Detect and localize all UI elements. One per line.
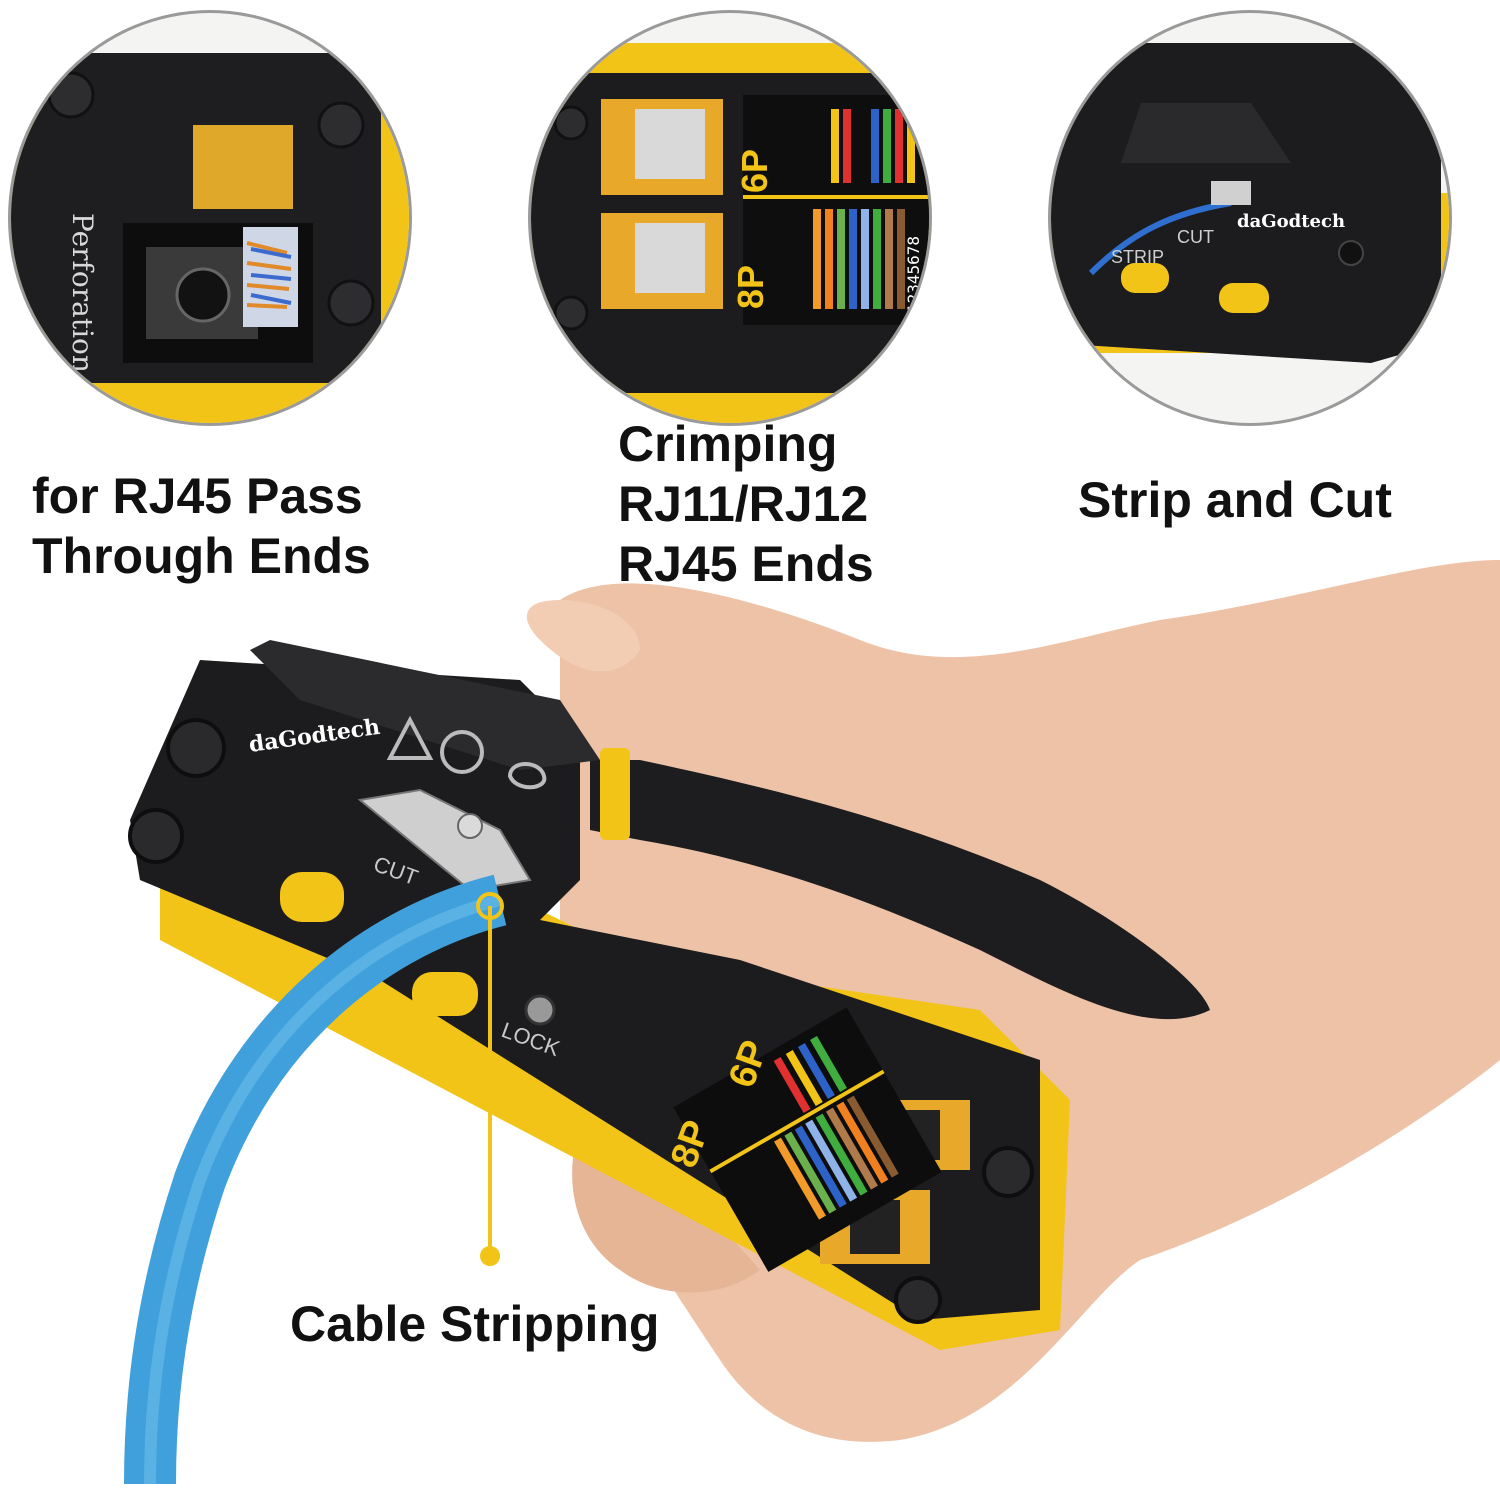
detail-circle-strip-cut: daGodtech CUT STRIP: [1048, 10, 1452, 426]
cut-label-small: CUT: [1177, 227, 1214, 247]
crimping-illustration: 8P 6P 12345678: [531, 43, 929, 423]
callout-ring: [476, 892, 504, 920]
brand-logo-small: daGodtech: [1237, 211, 1345, 232]
caption-cable-stripping: Cable Stripping: [290, 1296, 660, 1352]
8p-label: 8P: [730, 265, 771, 309]
caption-crimping: Crimping RJ11/RJ12 RJ45 Ends: [618, 416, 874, 592]
caption-strip-cut: Strip and Cut: [1078, 472, 1392, 528]
callout-dot: [480, 1246, 500, 1266]
strip-label-small: STRIP: [1111, 247, 1164, 267]
wire-color-grid: [813, 109, 915, 309]
6p-label: 6P: [734, 149, 775, 193]
crimper-illustration: daGodtech CUT LOCK 8P 6P: [124, 560, 1500, 1485]
perforation-label: Perforation RJ45: [66, 213, 99, 423]
pin-numbers-8: 12345678: [904, 236, 923, 313]
caption-pass-through: for RJ45 Pass Through Ends: [32, 468, 371, 584]
detail-circle-perforation: Perforation RJ45: [8, 10, 412, 426]
safety-glasses-icon: [507, 762, 547, 790]
detail-circle-crimping: 8P 6P 12345678: [528, 10, 932, 426]
warning-icon: [386, 715, 434, 760]
no-hand-icon: [440, 730, 484, 774]
perforation-illustration: Perforation RJ45: [11, 53, 409, 423]
strip-cut-illustration: daGodtech CUT STRIP: [1051, 43, 1449, 363]
tool-in-hand-photo: daGodtech CUT LOCK 8P 6P: [0, 560, 1500, 1485]
